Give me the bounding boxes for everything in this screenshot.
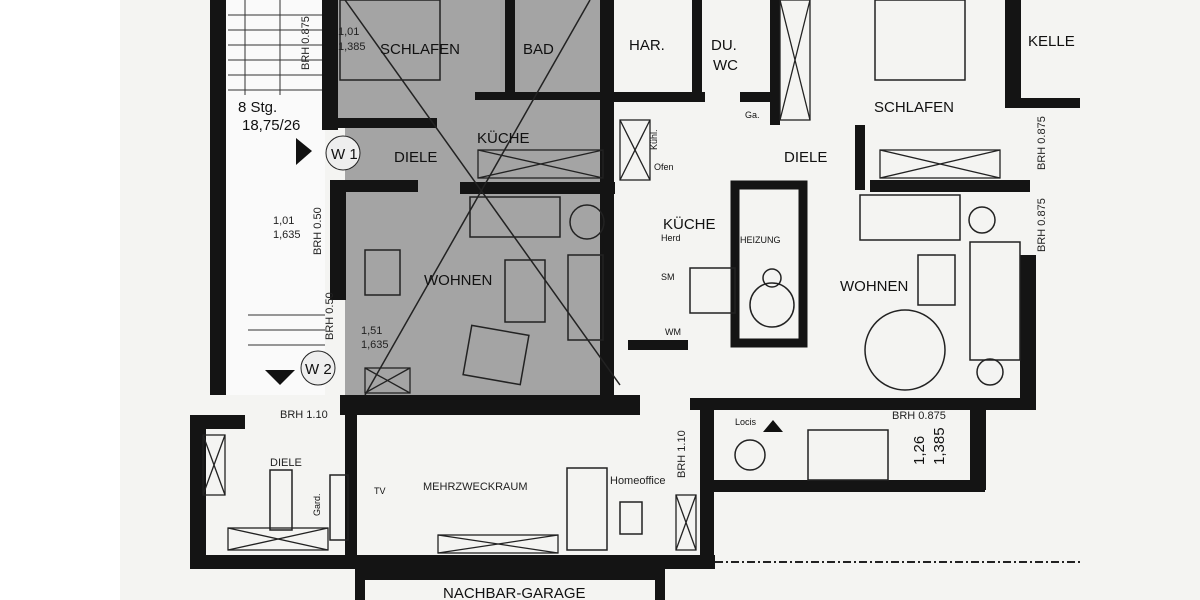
cross-out-line: [344, 0, 621, 386]
window-height: 1,635: [361, 339, 389, 351]
stairs-steps: 8 Stg.: [238, 99, 277, 116]
window-height: 1,385: [338, 41, 366, 53]
room-label-kueche: KÜCHE: [477, 129, 530, 147]
stair-down-arrow-icon: [265, 370, 295, 385]
brh-label: BRH 0.875: [300, 16, 312, 70]
room-label-diele-lower: DIELE: [270, 457, 302, 469]
room-label-heizung: HEIZUNG: [740, 235, 781, 245]
w1-marker: [325, 135, 361, 171]
window-width: 1,51: [361, 325, 382, 337]
stairs-rise-run: 18,75/26: [242, 117, 300, 134]
walls: [190, 0, 1080, 600]
appliance-kuehl: Kühl.: [649, 129, 659, 150]
label-locis: Locis: [735, 417, 757, 427]
stairwell: [225, 0, 325, 395]
room-label-schlafen: SCHLAFEN: [380, 41, 460, 58]
room-label-diele: DIELE: [784, 149, 827, 166]
window-height: 1,385: [931, 427, 948, 465]
room-label-bad: BAD: [523, 41, 554, 58]
brh-label: BRH 1.10: [280, 409, 328, 421]
w2-marker: [300, 350, 336, 386]
window-width: 1,26: [911, 436, 928, 465]
appliance-ofen: Ofen: [654, 162, 674, 172]
appliance-sm: SM: [661, 272, 675, 282]
staircase-lower: [248, 314, 325, 346]
room-label-diele: DIELE: [394, 149, 437, 166]
brh-label: BRH 0.875: [1036, 198, 1048, 252]
brh-label: BRH 0.50: [324, 292, 336, 340]
label-gard: Gard.: [312, 493, 322, 516]
room-label-kueche: KÜCHE: [663, 215, 716, 233]
window-width: 1,01: [338, 26, 359, 38]
appliance-ga: Ga.: [745, 110, 760, 120]
furniture: [269, 0, 1021, 551]
window-height: 1,635: [273, 229, 301, 241]
w2-label: W 2: [305, 361, 332, 378]
room-label-mehrzweckraum: MEHRZWECKRAUM: [423, 481, 528, 493]
staircase-upper: [228, 0, 322, 95]
stair-up-arrow-icon: [296, 138, 312, 165]
brh-label: BRH 0.50: [312, 207, 324, 255]
window-width: 1,01: [273, 215, 294, 227]
appliance-wm: WM: [665, 327, 681, 337]
wardrobes: [202, 0, 1001, 554]
boiler-tank-small: [762, 268, 782, 288]
room-label-har: HAR.: [629, 37, 665, 54]
room-label-homeoffice: Homeoffice: [610, 475, 665, 487]
loggia-arrow-icon: [763, 420, 783, 432]
room-label-keller: KELLE: [1028, 33, 1075, 50]
room-label-du: DU.: [711, 37, 737, 54]
heizung-room: [730, 180, 808, 348]
appliance-herd: Herd: [661, 233, 681, 243]
room-label-wohnen: WOHNEN: [840, 278, 908, 295]
label-tv: TV: [374, 486, 386, 496]
room-label-schlafen: SCHLAFEN: [874, 99, 954, 116]
brh-label: BRH 1.10: [676, 430, 688, 478]
boiler-tank: [749, 282, 795, 328]
room-label-wc: WC: [713, 57, 738, 74]
room-label-wohnen: WOHNEN: [424, 272, 492, 289]
w1-label: W 1: [331, 146, 358, 163]
room-label-garage: NACHBAR-GARAGE: [443, 585, 586, 600]
brh-label: BRH 0.875: [892, 410, 946, 422]
brh-label: BRH 0.875: [1036, 116, 1048, 170]
